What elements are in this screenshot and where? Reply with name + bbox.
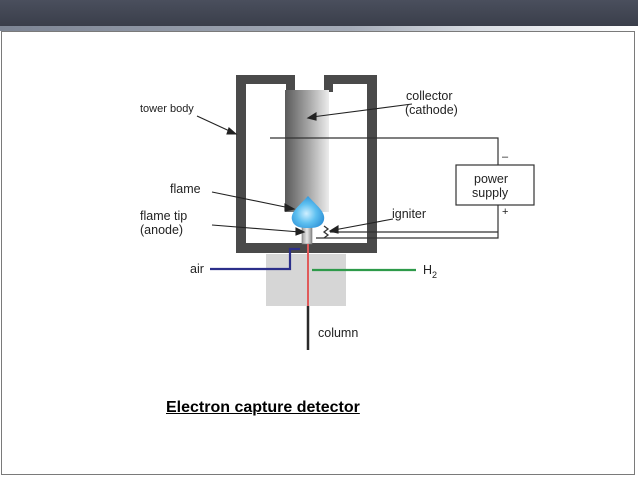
igniter-coil bbox=[322, 225, 330, 239]
label-cathode: (cathode) bbox=[405, 103, 458, 117]
label-flame-tip: flame tip bbox=[140, 209, 187, 223]
label-h2-subscript: 2 bbox=[432, 270, 437, 280]
label-tower-body: tower body bbox=[140, 103, 194, 115]
label-air: air bbox=[190, 262, 204, 276]
cathode-wire bbox=[270, 137, 499, 165]
collector-cathode bbox=[285, 90, 329, 212]
label-power: power bbox=[474, 172, 508, 186]
base-block bbox=[266, 254, 346, 306]
anode-wire bbox=[316, 205, 499, 239]
title-bar bbox=[0, 0, 638, 26]
label-anode: (anode) bbox=[140, 223, 183, 237]
flame-shape bbox=[291, 196, 325, 228]
label-plus: + bbox=[502, 206, 508, 218]
tower-body bbox=[236, 75, 377, 253]
label-h2-main: H bbox=[423, 263, 432, 277]
leader-lines bbox=[196, 103, 413, 236]
title-accent-strip bbox=[0, 26, 638, 31]
label-column: column bbox=[318, 326, 358, 340]
diagram-caption: Electron capture detector bbox=[166, 399, 360, 416]
slide-frame bbox=[1, 31, 635, 475]
label-h2: H2 bbox=[423, 263, 437, 280]
label-flame: flame bbox=[170, 182, 201, 196]
label-igniter: igniter bbox=[392, 207, 426, 221]
label-minus: – bbox=[502, 151, 509, 163]
label-supply: supply bbox=[472, 186, 509, 200]
air-line bbox=[210, 247, 300, 271]
power-supply-box bbox=[455, 164, 535, 206]
label-collector: collector bbox=[406, 89, 453, 103]
